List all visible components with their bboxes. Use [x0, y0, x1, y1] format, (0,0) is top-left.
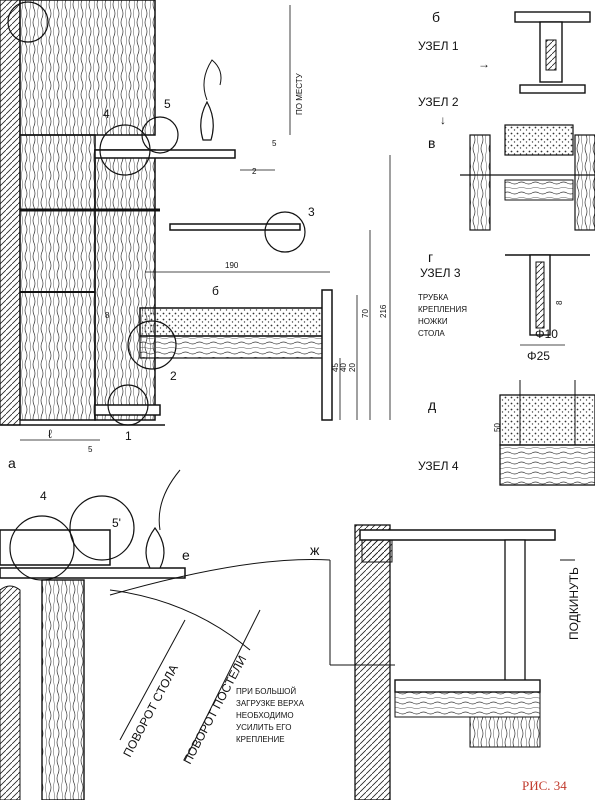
dim-8-panel-a: 8 [105, 311, 110, 320]
node-2-detail [460, 124, 595, 231]
arrow-right-icon: → [478, 57, 490, 71]
dim-l: ℓ [48, 427, 52, 441]
node-2-label: УЗЕЛ 2 [418, 95, 459, 109]
figure-label: РИС. 34 [522, 778, 567, 793]
panel-a-section [0, 0, 391, 441]
panel-letter-g: г [428, 249, 433, 265]
callout-5-prime: 5' [112, 516, 121, 530]
load-note-line3: НЕОБХОДИМО [236, 711, 294, 720]
panel-letter-b: б [432, 9, 440, 25]
panel-letter-zh: ж [310, 542, 320, 558]
node-1-label: УЗЕЛ 1 [418, 39, 459, 53]
load-note-line2: ЗАГРУЗКЕ ВЕРХА [236, 699, 305, 708]
load-note-line1: ПРИ БОЛЬШОЙ [236, 687, 296, 696]
dim-phi25: Φ25 [527, 349, 550, 363]
callout-b-small: б [212, 284, 219, 298]
dim-5-top: 5 [272, 139, 277, 148]
panel-zh-detail [329, 524, 575, 800]
load-note-line4: УСИЛИТЬ ЕГО [236, 723, 291, 732]
pull-label: ПОДКИНУТЬ [567, 567, 581, 640]
callout-1: 1 [125, 429, 132, 443]
arrow-down-icon: ↓ [440, 113, 446, 127]
callout-4-panel-e: 4 [40, 489, 47, 503]
tube-note-line3: НОЖКИ [418, 317, 448, 326]
callout-4: 4 [103, 107, 110, 121]
panel-letter-d: д [428, 397, 436, 413]
callout-5: 5 [164, 97, 171, 111]
load-note-line5: КРЕПЛЕНИЕ [236, 735, 285, 744]
panel-letter-v: в [428, 135, 435, 151]
table-rotation-label: ПОВОРОТ СТОЛА [120, 662, 181, 759]
dim-5-bottom: 5 [88, 445, 93, 454]
tube-note-line2: КРЕПЛЕНИЯ [418, 305, 467, 314]
dim-2: 2 [252, 167, 257, 176]
dim-50: 50 [493, 423, 502, 432]
node-4-detail [499, 380, 595, 486]
dim-45: 45 [331, 363, 340, 372]
dim-70: 70 [361, 309, 370, 318]
node-3-detail [505, 254, 590, 346]
dim-190: 190 [225, 261, 239, 270]
panel-e-detail [0, 469, 331, 800]
bed-rotation-label: ПОВОРОТ ПОСТЕЛИ [180, 653, 249, 766]
tube-note-line1: ТРУБКА [418, 293, 449, 302]
node-4-label: УЗЕЛ 4 [418, 459, 459, 473]
dim-po-mestu: ПО МЕСТУ [295, 72, 304, 115]
node-1-detail [514, 11, 591, 94]
panel-letter-e: е [182, 547, 190, 563]
dim-8-node3: 8 [555, 300, 564, 305]
node-3-label: УЗЕЛ 3 [420, 266, 461, 280]
callout-2: 2 [170, 369, 177, 383]
dim-40: 40 [339, 363, 348, 372]
dim-20: 20 [348, 363, 357, 372]
callout-3: 3 [308, 205, 315, 219]
dim-phi10: Φ10 [535, 327, 558, 341]
panel-letter-a: а [8, 455, 16, 471]
dim-216: 216 [379, 304, 388, 318]
tube-note-line4: СТОЛА [418, 329, 445, 338]
